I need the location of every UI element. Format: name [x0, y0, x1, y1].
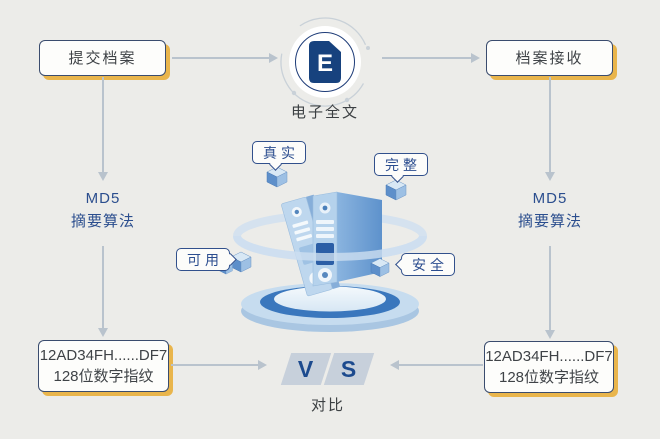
fingerprint-right-desc: 128位数字指纹: [498, 369, 600, 386]
md5-right-line1: MD5: [532, 190, 568, 207]
fingerprint-left-box: 12AD34FH......DF7 128位数字指纹: [38, 340, 169, 392]
efile-caption: 电子全文: [290, 104, 359, 121]
md5-left-line2: 摘要算法: [70, 213, 135, 230]
arrowhead-vs-left: [258, 360, 267, 370]
archive-illustration: [219, 166, 427, 332]
fingerprint-right-hash: 12AD34FH......DF7: [485, 348, 613, 365]
line-fingerprint-left-to-vs: [171, 364, 260, 366]
line-receive-to-md5-right: [549, 77, 551, 172]
fingerprint-right-box: 12AD34FH......DF7 128位数字指纹: [484, 341, 614, 393]
efile-document-icon: E: [309, 41, 341, 83]
arrowhead-md5-right: [545, 172, 555, 181]
submit-archive-box: 提交档案: [39, 40, 166, 76]
tag-complete-label: 完整: [385, 156, 421, 173]
md5-right-text: MD5 摘要算法: [490, 187, 610, 233]
submit-archive-label: 提交档案: [68, 49, 137, 67]
arrowhead-submit-to-efile: [269, 53, 278, 63]
line-md5-left-to-fingerprint: [102, 246, 104, 328]
orbit-decoration: [280, 17, 370, 107]
orbit-ring-front: [233, 235, 427, 261]
md5-left-line1: MD5: [85, 190, 121, 207]
arrow-line-efile-to-receive: [382, 57, 473, 59]
md5-right-line2: 摘要算法: [517, 213, 582, 230]
arrowhead-fingerprint-right: [545, 330, 555, 339]
tag-complete: 完整: [374, 153, 428, 183]
md5-left-text: MD5 摘要算法: [43, 187, 163, 233]
line-md5-right-to-fingerprint: [549, 246, 551, 330]
pedestal: [241, 283, 419, 332]
fingerprint-left-desc: 128位数字指纹: [53, 368, 154, 385]
arrowhead-md5-left: [98, 172, 108, 181]
arrowhead-efile-to-receive: [471, 53, 480, 63]
arrow-line-submit-to-efile: [172, 57, 271, 59]
tag-secure-label: 安全: [412, 256, 448, 273]
line-submit-to-md5-left: [102, 77, 104, 172]
receive-archive-label: 档案接收: [515, 49, 584, 67]
efile-ring: [295, 32, 355, 92]
tag-authentic: 真实: [252, 141, 306, 171]
receive-archive-box: 档案接收: [486, 40, 613, 76]
cube-complete: [385, 179, 407, 201]
tag-authentic-label: 真实: [263, 144, 299, 161]
cube-authentic: [266, 166, 288, 188]
tag-secure: 安全: [394, 253, 455, 276]
tag-usable-label: 可用: [187, 251, 223, 268]
tag-usable: 可用: [176, 248, 237, 271]
arrowhead-vs-right: [390, 360, 399, 370]
versus-caption: 对比: [310, 397, 345, 414]
arrowhead-fingerprint-left: [98, 328, 108, 337]
efile-letter: E: [317, 50, 333, 77]
fingerprint-left-hash: 12AD34FH......DF7: [39, 347, 168, 364]
line-fingerprint-right-to-vs: [399, 364, 483, 366]
